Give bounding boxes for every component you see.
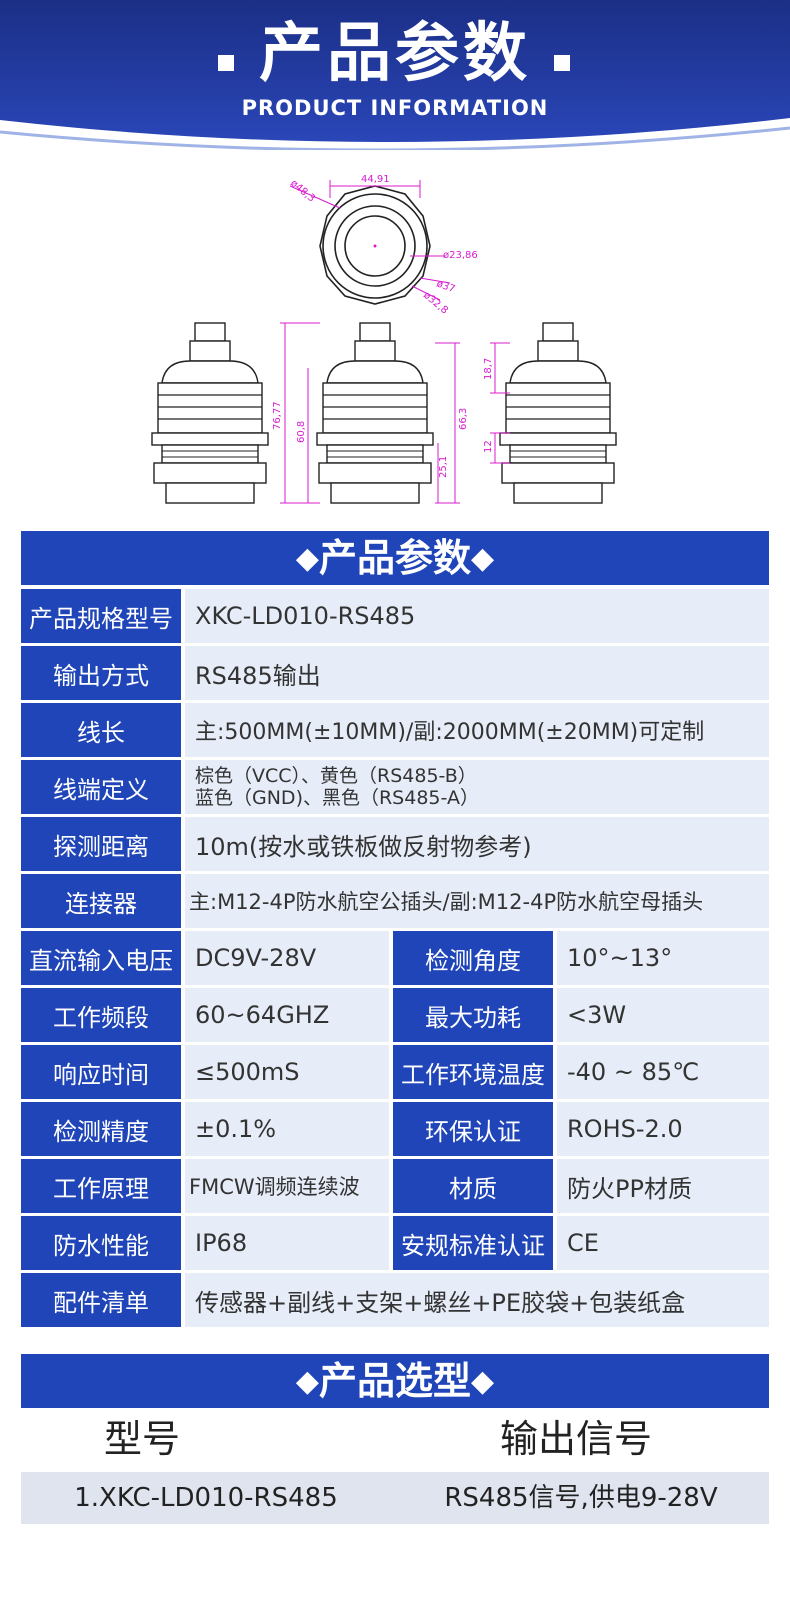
selection-col-signal: 输出信号: [500, 1417, 653, 1461]
param-value: 10m(按水或铁板做反射物参考): [185, 817, 769, 871]
param-value: CE: [557, 1216, 769, 1270]
param-row-pair: 响应时间 ≤500mS 工作环境温度 -40 ~ 85℃: [21, 1045, 769, 1099]
dim-60-8: 60,8: [296, 421, 307, 443]
param-row-pair: 工作频段 60~64GHZ 最大功耗 <3W: [21, 988, 769, 1042]
params-heading-text: 产品参数: [318, 536, 471, 580]
param-row-accessories: 配件清单 传感器+副线+支架+螺丝+PE胶袋+包装纸盒: [21, 1273, 769, 1327]
param-label: 线端定义: [21, 760, 181, 814]
selection-signal: RS485信号,供电9-28V: [444, 1483, 718, 1513]
selection-heading-text: 产品选型: [318, 1359, 471, 1403]
banner-title: 产品参数: [259, 17, 531, 91]
param-value: 防火PP材质: [557, 1159, 769, 1213]
dim-76-77: 76,77: [272, 401, 283, 430]
param-label: 材质: [393, 1159, 553, 1213]
param-label: 环保认证: [393, 1102, 553, 1156]
wire-def-line-2: 蓝色（GND)、黑色（RS485-A）: [195, 787, 479, 809]
side-view-left: [151, 322, 269, 504]
header-banner: 产品参数 PRODUCT INFORMATION: [0, 0, 790, 150]
param-label: 直流输入电压: [21, 931, 181, 985]
dim-44-91: 44,91: [361, 174, 390, 185]
param-value: 10°~13°: [557, 931, 769, 985]
dim-25-1: 25,1: [438, 456, 449, 478]
param-value: 主:M12-4P防水航空公插头/副:M12-4P防水航空母插头: [185, 874, 769, 928]
param-row-cable-length: 线长 主:500MM(±10MM)/副:2000MM(±20MM)可定制: [21, 703, 769, 757]
diamond-icon: ◆: [471, 541, 495, 576]
param-row-range: 探测距离 10m(按水或铁板做反射物参考): [21, 817, 769, 871]
selection-model: 1.XKC-LD010-RS485: [74, 1483, 338, 1513]
param-row-pair: 工作原理 FMCW调频连续波 材质 防火PP材质: [21, 1159, 769, 1213]
selection-row: 1.XKC-LD010-RS485 RS485信号,供电9-28V: [21, 1472, 769, 1524]
param-row-connector: 连接器 主:M12-4P防水航空公插头/副:M12-4P防水航空母插头: [21, 874, 769, 928]
banner-subtitle: PRODUCT INFORMATION: [241, 96, 549, 120]
param-label: 配件清单: [21, 1273, 181, 1327]
diamond-icon: ◆: [295, 541, 319, 576]
param-label: 检测角度: [393, 931, 553, 985]
param-value: <3W: [557, 988, 769, 1042]
param-row-pair: 防水性能 IP68 安规标准认证 CE: [21, 1216, 769, 1270]
param-label: 连接器: [21, 874, 181, 928]
dim-66-3: 66,3: [458, 408, 469, 430]
param-value: DC9V-28V: [185, 931, 389, 985]
param-label: 检测精度: [21, 1102, 181, 1156]
param-row-pair: 检测精度 ±0.1% 环保认证 ROHS-2.0: [21, 1102, 769, 1156]
param-label: 探测距离: [21, 817, 181, 871]
param-row-wire-def: 线端定义 棕色（VCC）、黄色（RS485-B） 蓝色（GND)、黑色（RS48…: [21, 760, 769, 814]
selection-col-model: 型号: [104, 1417, 181, 1461]
technical-drawing: 44,91 ø48,3 ø23,86 ø37 ø32,8: [151, 174, 617, 504]
param-value: ≤500mS: [185, 1045, 389, 1099]
param-value: 主:500MM(±10MM)/副:2000MM(±20MM)可定制: [185, 703, 769, 757]
dim-37: ø37: [435, 278, 456, 295]
params-heading: ◆产品参数◆: [21, 531, 769, 585]
dim-18-7: 18,7: [483, 358, 494, 380]
dim-48-3: ø48,3: [288, 178, 317, 205]
param-row-pair: 直流输入电压 DC9V-28V 检测角度 10°~13°: [21, 931, 769, 985]
diamond-icon: ◆: [471, 1364, 495, 1399]
param-value: 60~64GHZ: [185, 988, 389, 1042]
param-label: 工作环境温度: [393, 1045, 553, 1099]
param-label: 工作原理: [21, 1159, 181, 1213]
param-label: 输出方式: [21, 646, 181, 700]
top-view-hex: [319, 185, 431, 305]
param-value: ±0.1%: [185, 1102, 389, 1156]
param-value: XKC-LD010-RS485: [185, 589, 769, 643]
diamond-icon: ◆: [295, 1364, 319, 1399]
banner-background: [0, 0, 790, 150]
side-view-center: [316, 322, 434, 504]
param-value: -40 ~ 85℃: [557, 1045, 769, 1099]
selection-heading: ◆产品选型◆: [21, 1354, 769, 1408]
param-value: RS485输出: [185, 646, 769, 700]
param-value: ROHS-2.0: [557, 1102, 769, 1156]
side-view-right: [499, 322, 617, 504]
param-label: 产品规格型号: [21, 589, 181, 643]
param-label: 工作频段: [21, 988, 181, 1042]
dim-23-86: ø23,86: [443, 250, 478, 261]
param-value: 传感器+副线+支架+螺丝+PE胶袋+包装纸盒: [185, 1273, 769, 1327]
param-row-model: 产品规格型号 XKC-LD010-RS485: [21, 589, 769, 643]
param-label: 最大功耗: [393, 988, 553, 1042]
param-label: 线长: [21, 703, 181, 757]
param-label: 防水性能: [21, 1216, 181, 1270]
dim-32-8: ø32,8: [421, 290, 450, 317]
param-label: 响应时间: [21, 1045, 181, 1099]
param-row-output: 输出方式 RS485输出: [21, 646, 769, 700]
param-value: FMCW调频连续波: [185, 1159, 389, 1213]
param-label: 安规标准认证: [393, 1216, 553, 1270]
dim-12: 12: [483, 440, 494, 453]
wire-def-line-1: 棕色（VCC）、黄色（RS485-B）: [195, 765, 477, 787]
param-value: IP68: [185, 1216, 389, 1270]
param-value: 棕色（VCC）、黄色（RS485-B） 蓝色（GND)、黑色（RS485-A）: [185, 760, 769, 814]
banner-square-right: [554, 55, 570, 71]
banner-square-left: [218, 55, 234, 71]
